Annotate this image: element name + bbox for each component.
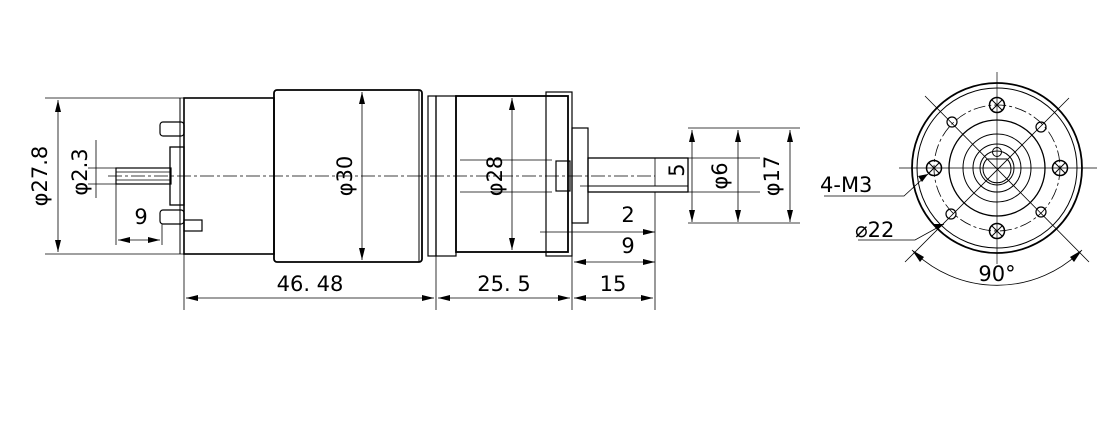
screw-label: 4-M3 — [820, 173, 872, 197]
dim-shaft-9: 9 — [621, 234, 634, 258]
extension-lines — [45, 97, 800, 310]
dim-phi2-3: φ2.3 — [68, 148, 92, 195]
arrowheads — [55, 92, 793, 301]
dim-phi27-8: φ27.8 — [28, 146, 52, 207]
dim-length-25-5: 25. 5 — [477, 272, 530, 296]
dim-phi17: φ17 — [760, 156, 784, 197]
mount-hole-br — [1035, 206, 1047, 218]
screw-left — [925, 159, 943, 177]
gearbox — [455, 91, 689, 257]
angle-label: 90° — [978, 262, 1015, 286]
screw-top — [988, 96, 1006, 114]
dim-phi6: φ6 — [708, 162, 732, 189]
side-view: φ27.8 φ2.3 9 φ30 φ28 5 φ6 φ17 2 9 46. 48… — [28, 89, 800, 310]
dim-phi30: φ30 — [333, 156, 357, 197]
dim-length-46-48: 46. 48 — [277, 272, 344, 296]
end-view: 4-M3 ⌀22 90° — [820, 72, 1097, 286]
motor-body — [273, 89, 457, 263]
dim-phi28: φ28 — [483, 156, 507, 197]
mount-hole-tl — [946, 116, 958, 128]
mount-hole-tr — [1035, 121, 1047, 133]
dim-terminal-9: 9 — [134, 205, 147, 229]
dim-shaft-5: 5 — [665, 163, 689, 176]
screw-right — [1051, 159, 1069, 177]
mount-hole-bl — [945, 208, 957, 220]
pcd-label: ⌀22 — [855, 218, 894, 242]
dimension-lines — [57, 92, 791, 299]
dim-length-15: 15 — [600, 272, 627, 296]
screw-bottom — [988, 222, 1006, 240]
dim-flat-2: 2 — [621, 203, 634, 227]
